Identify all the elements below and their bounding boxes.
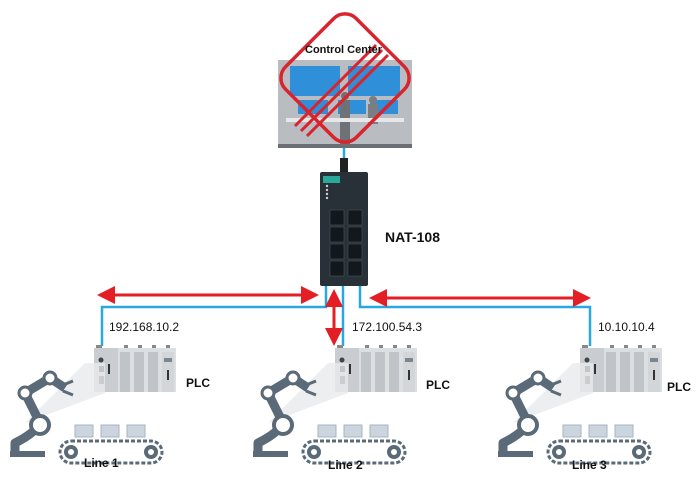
ip-line-2: 172.100.54.3 — [352, 320, 423, 334]
blocked-icon — [279, 12, 411, 144]
moxa-logo — [323, 176, 340, 183]
plc-label-1: PLC — [186, 376, 210, 390]
plc-label-2: PLC — [426, 378, 450, 392]
line-label-2: Line 2 — [328, 458, 363, 472]
line-label-1: Line 1 — [84, 456, 119, 470]
ip-line-3: 10.10.10.4 — [598, 320, 655, 334]
nat-108-switch[interactable] — [320, 158, 368, 286]
switch-label: NAT-108 — [385, 229, 440, 245]
ip-line-1: 192.168.10.2 — [109, 320, 180, 334]
line-label-3: Line 3 — [572, 458, 607, 472]
plc-label-3: PLC — [667, 380, 691, 394]
traffic-arrows — [97, 286, 591, 346]
link-line-3 — [358, 286, 592, 346]
plc-line-1 — [94, 345, 176, 392]
control-center-label: Control Center — [305, 44, 382, 56]
